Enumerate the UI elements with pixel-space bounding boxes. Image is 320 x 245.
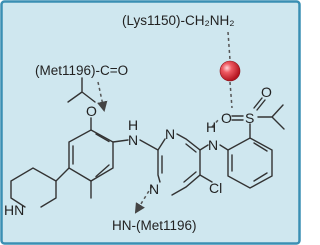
sulfonyl-isopropyl [257, 104, 285, 130]
hbond-lys-water [227, 31, 231, 61]
sulfonyl-o-left-double-bond [231, 115, 244, 121]
pyrimidine-ring [157, 133, 201, 196]
aniline-hydrogen-left: H [128, 117, 138, 133]
diagram-svg: (Lys1150)-CH₂NH₂ (Met1196)-C=O HN-(Met11… [0, 0, 301, 245]
water-sphere-icon [219, 60, 241, 82]
piperidine-nh: HN [4, 202, 24, 218]
bond-nh-phenyl [219, 144, 229, 151]
interaction-diagram: (Lys1150)-CH₂NH₂ (Met1196)-C=O HN-(Met11… [0, 0, 301, 245]
sulfonyl-oxygen-top: O [261, 84, 272, 100]
sulfur-atom: S [245, 110, 254, 126]
hbond-intramolecular [211, 118, 220, 128]
isopropyl-bonds [67, 77, 96, 103]
bond-ring-piperidine [55, 167, 70, 182]
pyrimidine-nitrogen-top: N [165, 126, 175, 142]
pyrimidine-nitrogen-bottom: N [149, 181, 159, 197]
sulfonyl-o-double-bond [253, 97, 266, 111]
aniline-hydrogen-right: H [206, 119, 216, 135]
aniline-nitrogen-left: N [128, 132, 138, 148]
met-carbonyl-label: (Met1196)-C=O [35, 63, 128, 78]
bond-pyrimidine-nh [199, 144, 209, 151]
piperidine-ring [10, 167, 57, 208]
pyrimidine-double-bonds [161, 143, 197, 183]
isopropoxy-oxygen: O [86, 103, 97, 119]
left-ring-double-bonds [72, 133, 110, 178]
hbond-met-carbonyl [97, 81, 108, 113]
aniline-nitrogen-right: N [208, 137, 218, 153]
bond-nh-pyrimidine [139, 139, 159, 151]
right-ring-double-bonds [231, 142, 268, 182]
bond-ring-nh [112, 139, 129, 143]
lys-residue-label: (Lys1150)-CH₂NH₂ [122, 13, 235, 28]
diagram-background [0, 0, 301, 245]
met-amine-label: HN-(Met1196) [112, 218, 197, 233]
chlorine-atom: Cl [209, 180, 222, 196]
sulfonyl-oxygen-left: O [221, 110, 232, 126]
hbond-water-sulfonyl [229, 81, 233, 109]
bond-cl [199, 174, 213, 183]
hbond-met-amine [134, 185, 153, 214]
